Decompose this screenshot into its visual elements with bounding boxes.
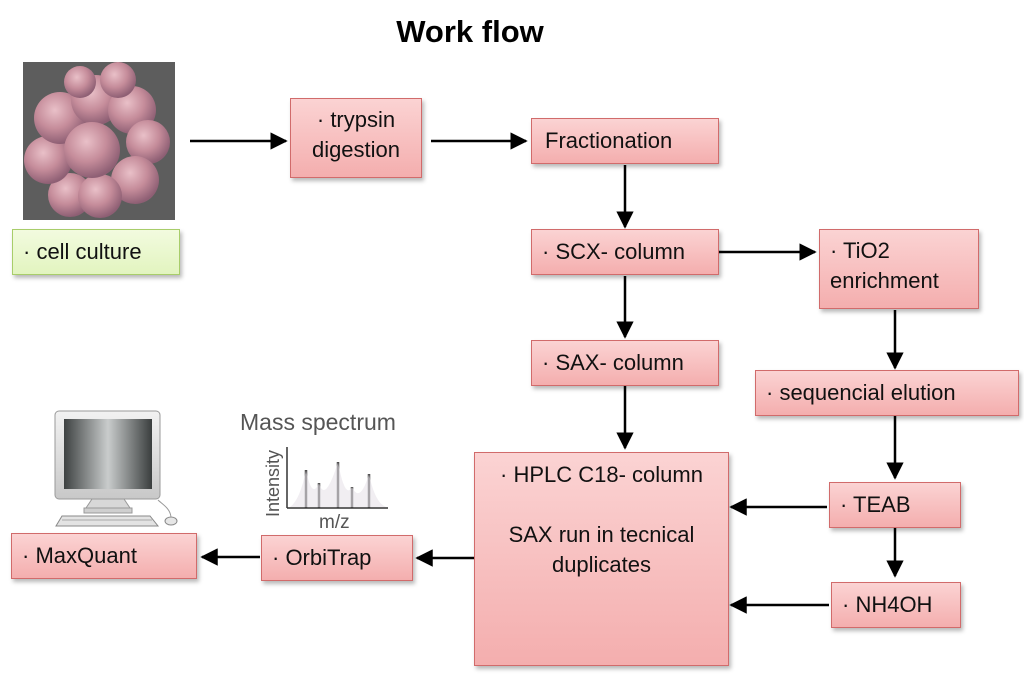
nh4oh-label: · NH4OH — [842, 592, 933, 617]
mass-spectrum-inset: Mass spectrum m/z Intensity — [240, 409, 396, 533]
sequencial-elution-box: · sequencial elution — [755, 370, 1019, 416]
tio2-label-1: · TiO2 — [830, 238, 890, 263]
arrows — [190, 132, 904, 614]
computer-image — [54, 410, 178, 527]
maxquant-box: · MaxQuant — [11, 533, 197, 579]
spectrum-title: Mass spectrum — [240, 409, 396, 435]
page-title: Work flow — [396, 14, 544, 49]
hplc-label-3: duplicates — [551, 552, 652, 577]
spectrum-ylabel: Intensity — [263, 450, 283, 517]
scx-label: · SCX- column — [542, 239, 686, 264]
teab-label: · TEAB — [840, 492, 911, 517]
orbitrap-label: · OrbiTrap — [272, 545, 372, 570]
tio2-enrichment-box: · TiO2 enrichment — [819, 229, 979, 309]
cell-culture-image — [23, 62, 175, 220]
trypsin-digestion-box: · trypsin digestion — [290, 98, 422, 178]
fractionation-label: Fractionation — [545, 128, 673, 153]
fractionation-box: Fractionation — [531, 118, 719, 164]
trypsin-label-2: digestion — [311, 137, 401, 162]
cell-culture-box: · cell culture — [12, 229, 180, 275]
nh4oh-box: · NH4OH — [831, 582, 961, 628]
trypsin-label-1: · trypsin — [316, 107, 396, 132]
scx-column-box: · SCX- column — [531, 229, 719, 275]
spectrum-xlabel: m/z — [319, 512, 350, 533]
teab-box: · TEAB — [829, 482, 961, 528]
orbitrap-box: · OrbiTrap — [261, 535, 413, 581]
sax-column-box: · SAX- column — [531, 340, 719, 386]
hplc-c18-column-box: · HPLC C18- column SAX run in tecnical d… — [474, 452, 729, 666]
hplc-label-1: · HPLC C18- column — [500, 462, 703, 487]
sequencial-elution-label: · sequencial elution — [766, 380, 956, 405]
sax-label: · SAX- column — [542, 350, 684, 375]
cell-culture-label: · cell culture — [23, 239, 142, 264]
tio2-label-2: enrichment — [830, 268, 939, 293]
maxquant-label: · MaxQuant — [22, 543, 137, 568]
hplc-label-2: SAX run in tecnical — [508, 522, 695, 547]
